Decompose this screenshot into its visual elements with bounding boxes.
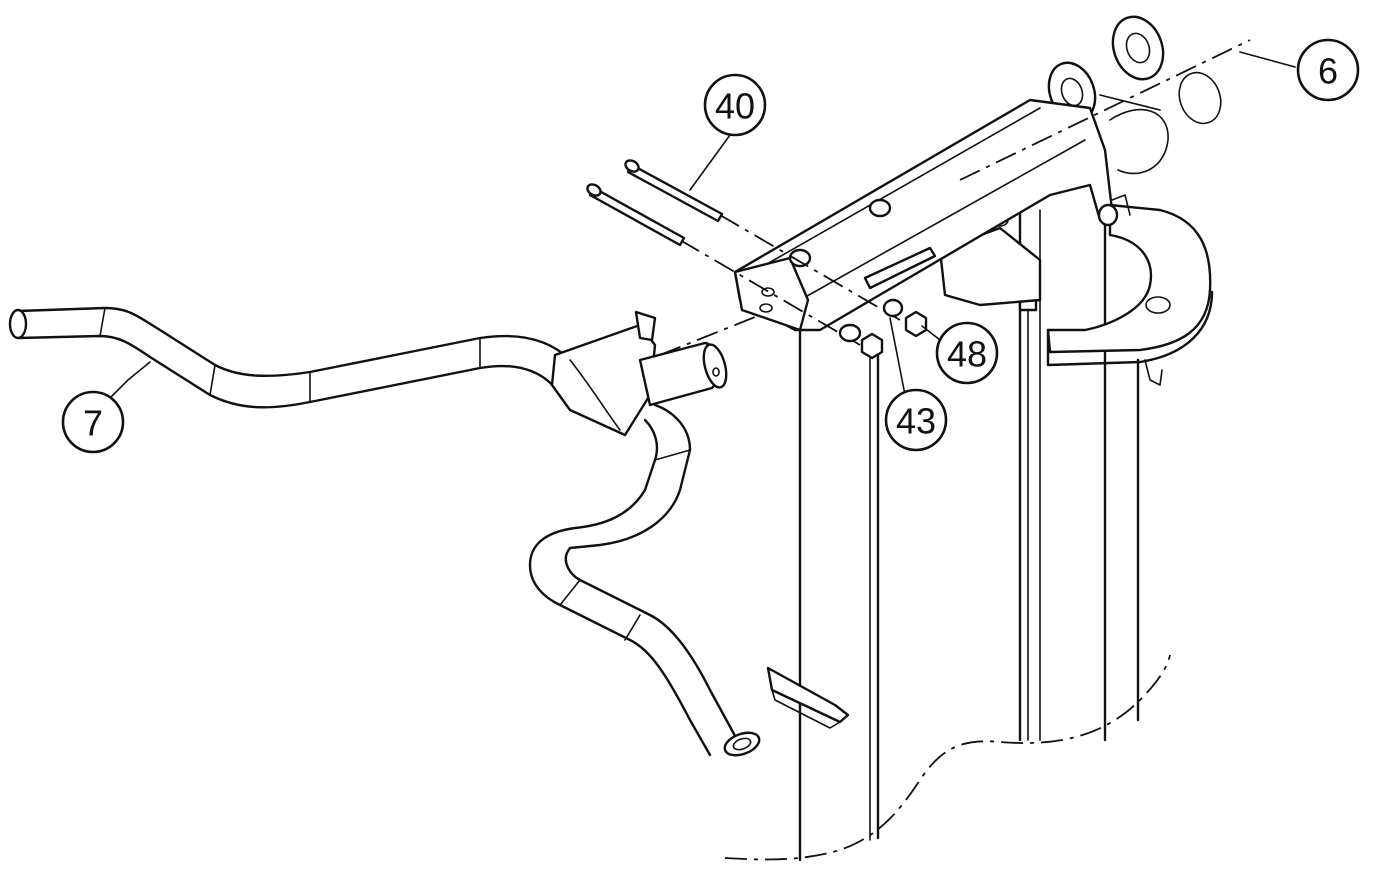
leader-40 [689,134,731,191]
callout-circle-48 [935,321,999,385]
arm-pivot-bolt [1097,203,1119,227]
callout-7: 7 [61,390,125,454]
washer-lower [838,323,862,343]
top-plate-body [1046,203,1212,354]
arm-top-edge [759,107,1041,269]
axis-line-bolt-2 [679,239,861,346]
arm-slot-plate [863,246,937,290]
lower-bracket-edge [771,689,841,729]
lower-bracket-body [766,666,850,724]
tube-seam-5 [559,579,581,606]
bracket-block [938,226,1042,307]
tube-seam-1 [209,364,216,396]
handlebar-left-top [16,306,572,378]
callout-label-48: 48 [947,334,987,375]
callout-label-40: 40 [715,86,755,127]
axis-line-bolt-1 [719,214,901,321]
arm-end-hole-1 [761,287,775,297]
arm-end-open [733,256,810,332]
tube-seam-4 [624,614,641,641]
stub-tube-hole [712,367,720,377]
callout-40: 40 [703,73,767,137]
handlebar-part-7 [8,306,761,757]
handlebar-clamp [550,323,657,437]
arm-pivot-bracket [1111,194,1131,216]
handlebar-right-lower-outer [564,546,742,747]
arm-tube [733,98,1131,332]
callout-label-43: 43 [896,401,936,442]
clamp-top-flange [634,310,657,342]
bolt-lower [588,186,686,247]
alignment-lines [659,39,1251,356]
plate-nut [1145,296,1171,314]
plate-bolt-below [1144,359,1163,386]
callout-circle-43 [884,388,948,452]
post-break-line [724,654,1171,861]
grip-right-end [723,731,761,757]
arm-end-hole-2 [759,303,773,313]
stub-tube-end [702,343,728,389]
pulley-guard [1109,108,1169,175]
bolt-upper [626,163,724,223]
axis-line-6 [959,39,1251,181]
leader-43 [889,317,906,396]
callout-circle-7 [61,390,125,454]
callout-43: 43 [884,388,948,452]
handlebar-right-lower-inner [528,563,712,757]
callout-48: 48 [935,321,999,385]
pulley-link [1099,94,1161,111]
handlebar-left-bottom [16,334,557,409]
end-cap-disc [1178,71,1222,125]
callout-label-6: 6 [1318,51,1338,92]
handlebar-right-inner [528,418,659,567]
callout-circle-40 [703,73,767,137]
axis-line-handle [659,314,761,356]
callout-6: 6 [1296,38,1360,102]
grip-left-end [8,308,28,340]
callout-circle-6 [1296,38,1360,102]
washer-upper [882,298,904,318]
clamp-inner-edge [569,359,621,431]
bolt-lower-head [586,183,602,197]
pulley-right-hub [1125,32,1151,64]
arm-nut-mid [868,198,892,218]
leader-6 [1239,51,1296,68]
washers-and-nuts [838,298,928,360]
callout-label-7: 7 [83,403,103,444]
tube-seam-6 [654,449,691,461]
grip-left-seam [99,307,106,337]
pulley-right [1111,15,1165,81]
bolt-upper-head [624,159,640,173]
leader-lines [107,51,1296,401]
handlebar-right-outer [568,403,692,550]
nut-upper [904,310,928,338]
leader-7 [107,361,151,401]
arm-nut-top [788,248,812,268]
leader-48 [921,325,941,341]
bolts-part-40 [586,159,724,247]
nut-lower [860,332,884,360]
grip-right-bore [732,737,752,751]
top-plate-thickness [1046,290,1214,367]
lower-bracket [766,666,850,729]
arm-mid-edge [799,139,1086,301]
top-plate [1046,203,1214,386]
upright-post [724,328,1171,862]
